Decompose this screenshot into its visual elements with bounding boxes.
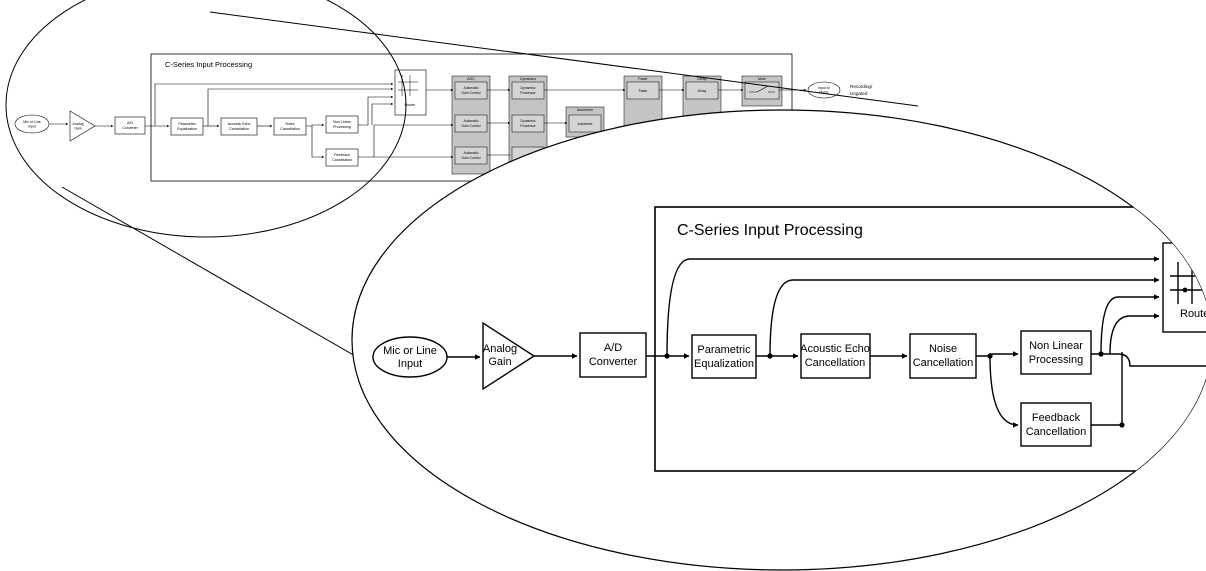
overview-dynamics-header: Dynamics <box>520 77 536 81</box>
overview-input-label-1: Mic or Line <box>23 120 41 124</box>
zoom-nc-label-1: Noise <box>929 343 957 355</box>
svg-text:Automatic: Automatic <box>463 86 478 90</box>
magnifier-connector-top <box>209 11 919 107</box>
overview-automixer-header: Automixer <box>577 108 594 112</box>
zoom-adc-label-2: Converter <box>589 356 638 368</box>
overview-adc-label-1: A/D <box>127 121 133 125</box>
overview-gain-label-2: Gain <box>74 127 82 131</box>
svg-text:Gain Control: Gain Control <box>461 91 480 95</box>
svg-text:Processor: Processor <box>520 124 536 128</box>
svg-text:Matrix: Matrix <box>819 91 829 95</box>
overview-adc-label-2: Converter <box>122 126 139 130</box>
overview-gain-triangle <box>69 110 96 142</box>
zoom-peq-block <box>691 334 757 379</box>
svg-text:Input to: Input to <box>818 86 829 90</box>
zoom-gain-label-1: Analog <box>483 343 517 355</box>
zoom-aec-label-1: Acoustic Echo <box>800 343 870 355</box>
overview-aec-block <box>220 117 258 136</box>
overview-fb-block <box>325 148 359 167</box>
overview-nc-block <box>273 117 307 136</box>
overview-fb-label-2: Cancellation <box>332 158 352 162</box>
overview-title: C-Series Input Processing <box>165 60 252 69</box>
zoom-fb-label-2: Cancellation <box>1026 426 1087 438</box>
overview-gain-label-1: Analog <box>72 122 83 126</box>
zoom-nlp-block <box>1020 330 1092 375</box>
svg-text:Fader: Fader <box>639 89 649 93</box>
svg-text:Dynamics: Dynamics <box>521 86 536 90</box>
zoomed-diagram: C-Series Input Processing Mic or Line In… <box>372 206 1206 472</box>
overview-recording-label-2: Ungated <box>850 91 868 96</box>
overview-nc-label-1: Noise <box>285 122 294 126</box>
svg-text:Gain Control: Gain Control <box>461 156 480 160</box>
zoom-gain-label-2: Gain <box>488 356 511 368</box>
overview-nlp-label-2: Processing <box>333 125 351 129</box>
overview-matrix-node <box>807 81 841 99</box>
overview-router-label: Router <box>405 103 417 107</box>
magnifier-source-ellipse <box>5 0 407 238</box>
overview-input-label-2: Input <box>28 125 36 129</box>
zoom-nlp-label-2: Processing <box>1029 354 1083 366</box>
zoom-adc-block <box>579 332 647 378</box>
zoom-gain-triangle <box>482 321 536 391</box>
overview-peq-label-2: Equalization <box>177 127 197 131</box>
svg-text:Automatic: Automatic <box>463 119 478 123</box>
zoom-title: C-Series Input Processing <box>677 222 863 239</box>
zoom-peq-label-1: Parametric <box>697 344 751 356</box>
overview-nlp-label-1: Non Linear <box>333 120 351 124</box>
zoom-input-node <box>372 336 448 378</box>
svg-text:Gain Control: Gain Control <box>461 124 480 128</box>
zoom-nc-block <box>909 333 977 379</box>
svg-text:Processor: Processor <box>520 91 536 95</box>
zoom-nlp-label-1: Non Linear <box>1029 340 1083 352</box>
overview-aec-label-2: Cancellation <box>229 127 249 131</box>
zoom-router-label: Router <box>1180 308 1206 320</box>
svg-text:Automixer: Automixer <box>577 122 593 126</box>
overview-delay-header: Delay <box>697 77 706 81</box>
zoom-nc-label-2: Cancellation <box>913 357 974 369</box>
zoom-aec-block <box>800 333 871 379</box>
zoom-fb-label-1: Feedback <box>1032 412 1081 424</box>
overview-mute-header: Mute <box>758 77 766 81</box>
zoom-peq-label-2: Equalization <box>694 358 754 370</box>
overview-agc-header: AGC <box>467 77 475 81</box>
overview-router-block <box>394 69 427 116</box>
overview-aec-label-1: Acoustic Echo <box>228 122 251 126</box>
zoom-adc-label-1: A/D <box>604 342 622 354</box>
zoom-fb-block <box>1020 402 1092 447</box>
overview-peq-block <box>170 117 204 136</box>
svg-text:Dynamics: Dynamics <box>521 119 536 123</box>
overview-peq-label-1: Parametric <box>178 122 196 126</box>
overview-fader-header: Fader <box>638 77 648 81</box>
zoom-aec-label-2: Cancellation <box>805 357 866 369</box>
overview-nc-label-2: Cancellation <box>280 127 300 131</box>
zoom-input-label-2: Input <box>398 358 422 370</box>
zoom-input-label-1: Mic or Line <box>383 345 437 357</box>
overview-adc-block <box>114 116 146 135</box>
overview-fb-label-1: Feedback <box>334 153 350 157</box>
svg-text:Automatic: Automatic <box>463 151 478 155</box>
overview-recording-label-1: Recording/ <box>850 84 873 89</box>
svg-text:Delay: Delay <box>698 89 707 93</box>
overview-nlp-block <box>325 115 359 134</box>
